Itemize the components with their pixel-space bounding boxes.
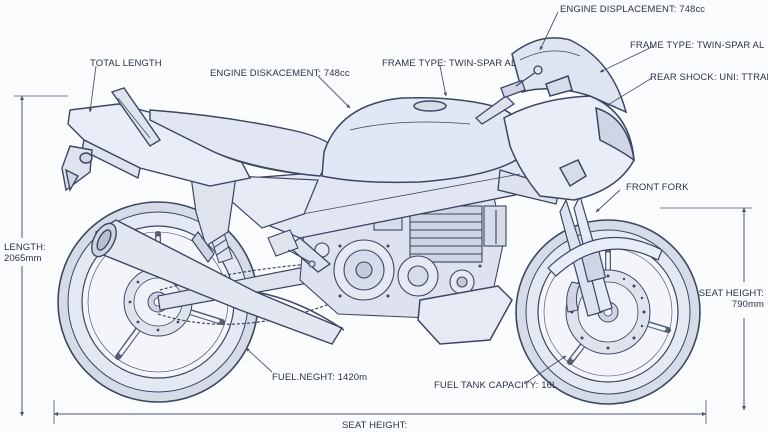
dimension-lines xyxy=(14,95,752,424)
label-frame-type-1: FRAME TYPE: TWIN-SPAR AL xyxy=(382,58,517,69)
front-fairing xyxy=(417,37,635,345)
tail-section xyxy=(61,87,252,192)
side-panel xyxy=(189,169,319,264)
exhaust xyxy=(91,219,345,345)
label-total-length: TOTAL LENGTH xyxy=(90,58,162,69)
fuel-tank xyxy=(321,96,524,184)
label-frame-type-2: FRAME TYPE: TWIN-SPAR AL xyxy=(630,40,765,51)
footpegs xyxy=(267,229,316,268)
label-seat-height-bottom: SEAT HEIGHT: xyxy=(342,420,408,431)
label-length-title: LENGTH: xyxy=(4,242,46,253)
label-rear-shock: REAR SHOCK: UNI: TTRAD xyxy=(650,72,768,83)
label-fuel-tank-capacity: FUEL TANK CAPACITY: 16L xyxy=(434,380,558,391)
label-length-value: 2065mm xyxy=(4,253,42,264)
leader-lines xyxy=(88,11,655,385)
label-seat-height-right-value: 790mm xyxy=(731,299,764,310)
label-front-fork: FRONT FORK xyxy=(626,182,689,193)
label-seat-height-right: SEAT HEIGHT: 790mm xyxy=(690,288,764,310)
front-wheel xyxy=(515,219,701,405)
front-fork xyxy=(547,194,663,317)
label-engine-displacement-mid: ENGINE DISKACEMENT: 748cc xyxy=(210,68,350,79)
label-seat-height-right-title: SEAT HEIGHT: xyxy=(698,288,764,299)
label-length: LENGTH: 2065mm xyxy=(4,242,64,264)
label-fuel-weight: FUEL.NEGHT: 1420m xyxy=(272,372,368,383)
handlebar xyxy=(475,65,543,125)
label-engine-displacement-top: ENGINE DISPLACEMENT: 748cc xyxy=(560,4,706,15)
